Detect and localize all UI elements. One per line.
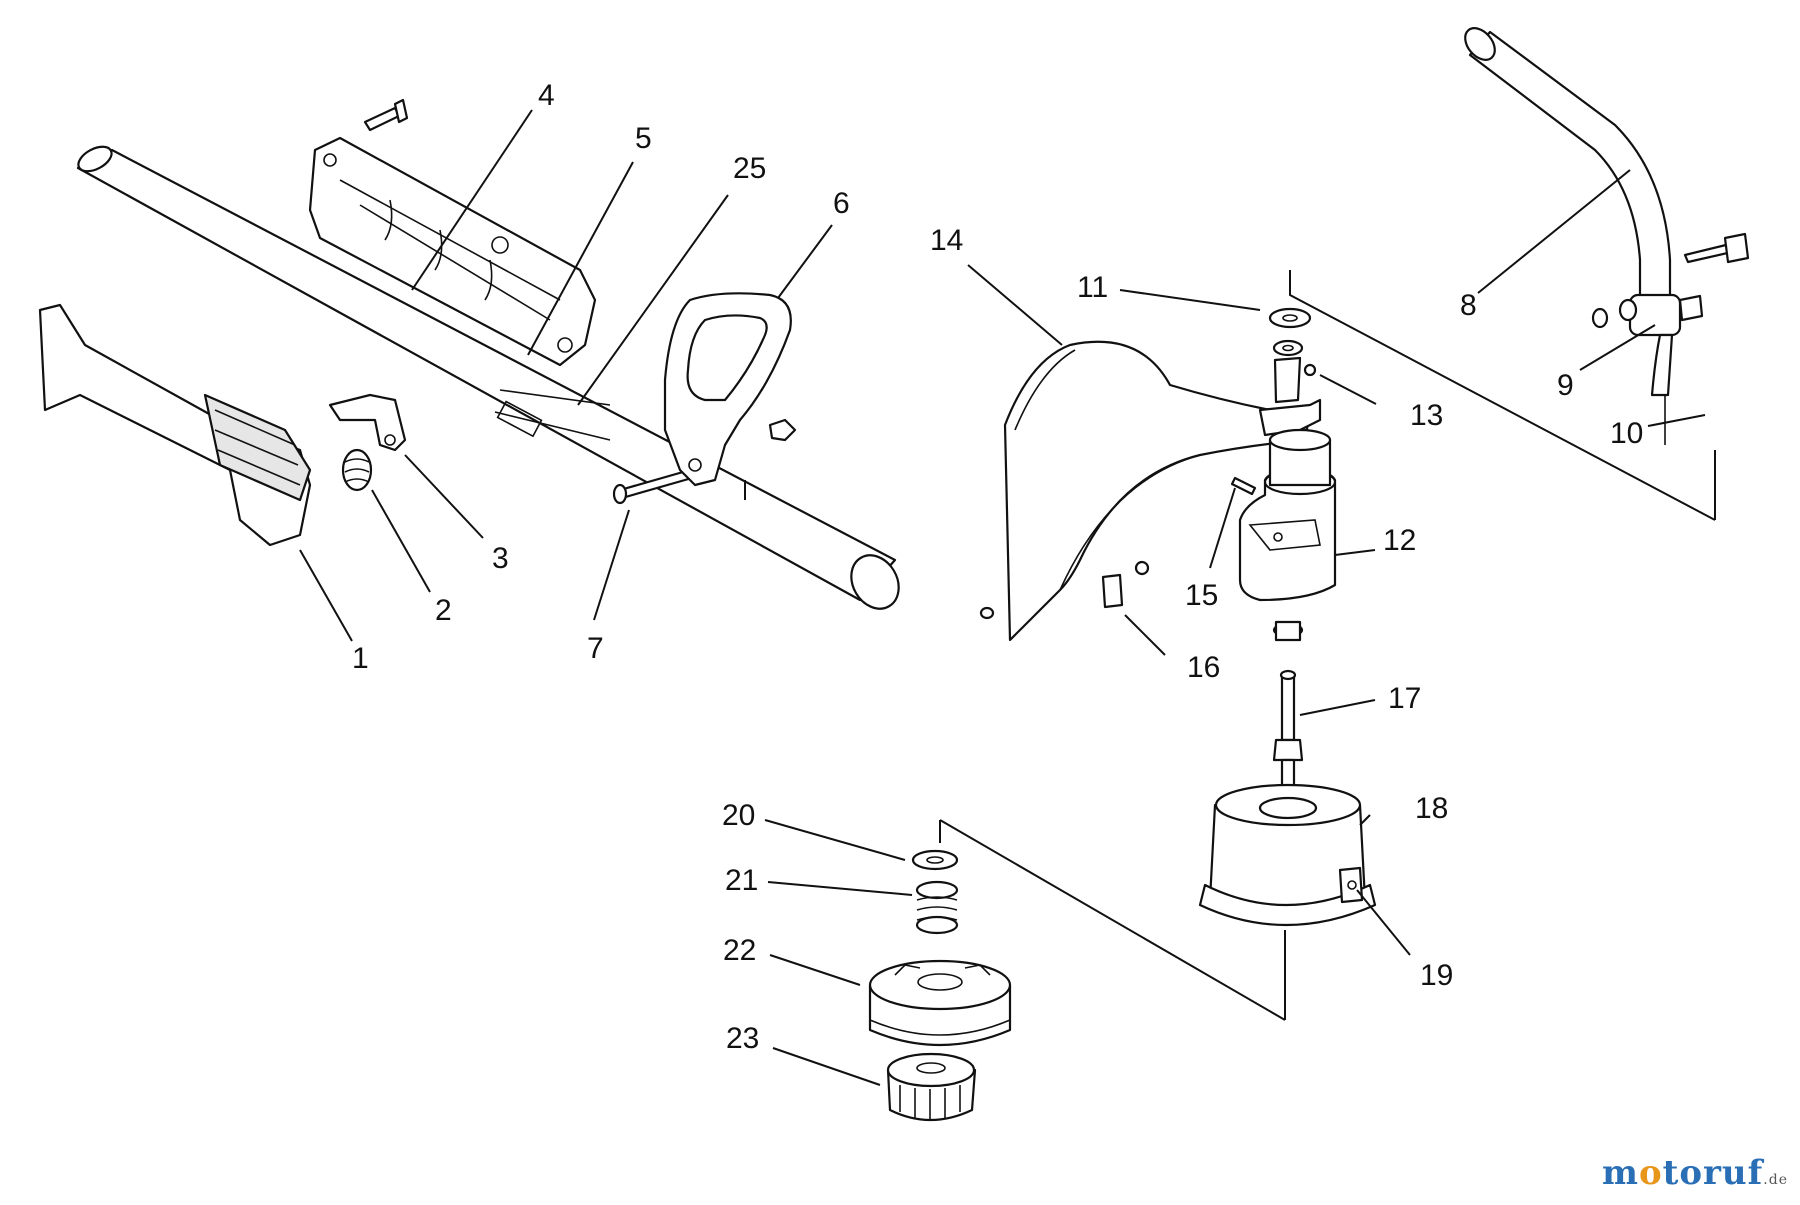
part-labels: 1 2 3 4 5 6 7 8 9 10 11 12 13 14 15 16 1… — [352, 79, 1643, 1055]
part-label-15: 15 — [1185, 579, 1218, 612]
part-label-19: 19 — [1420, 959, 1453, 992]
guard-plate — [979, 560, 1150, 620]
part-label-11: 11 — [1077, 271, 1108, 304]
assist-handle — [663, 292, 797, 487]
part-label-18: 18 — [1415, 792, 1448, 825]
shaft-clamp — [1591, 232, 1750, 445]
spring — [341, 448, 373, 492]
part-label-25: 25 — [733, 152, 766, 185]
gear-screw — [1230, 476, 1257, 496]
part-label-12: 12 — [1383, 524, 1416, 557]
trimmer-hub — [1198, 783, 1377, 927]
watermark-m: m — [1601, 1153, 1639, 1193]
drive-shaft — [1272, 669, 1304, 797]
part-label-10: 10 — [1610, 417, 1643, 450]
washers — [1268, 307, 1312, 357]
part-label-22: 22 — [723, 934, 756, 967]
part-label-21: 21 — [725, 864, 758, 897]
guard-bracket — [1258, 356, 1322, 437]
leader-lines — [299, 109, 1706, 1086]
assembly-lines — [744, 270, 1716, 1021]
watermark-rest: toruf — [1662, 1153, 1764, 1193]
part-label-9: 9 — [1557, 369, 1574, 402]
gear-head — [1238, 428, 1337, 602]
part-label-23: 23 — [726, 1022, 759, 1055]
watermark-o: o — [1638, 1153, 1663, 1193]
bent-shaft — [1464, 27, 1672, 302]
bump-spring — [915, 880, 959, 935]
part-label-20: 20 — [722, 799, 755, 832]
part-label-2: 2 — [435, 594, 452, 627]
bushing — [1272, 620, 1304, 642]
housing-screw — [363, 98, 409, 132]
trigger-latch — [328, 393, 407, 452]
part-label-5: 5 — [635, 122, 652, 155]
bump-knob — [886, 1052, 977, 1122]
part-label-13: 13 — [1410, 399, 1443, 432]
part-label-6: 6 — [833, 187, 850, 220]
upper-housing — [308, 136, 597, 367]
part-label-14: 14 — [930, 224, 963, 257]
part-label-3: 3 — [492, 542, 509, 575]
watermark-tld: .de — [1763, 1172, 1788, 1188]
part-label-8: 8 — [1460, 289, 1477, 322]
lower-handle — [38, 303, 312, 547]
part-label-1: 1 — [352, 642, 369, 675]
spool — [868, 959, 1012, 1047]
shaft-tube — [76, 145, 900, 610]
part-label-4: 4 — [538, 79, 555, 112]
bump-washer — [911, 849, 959, 871]
part-label-16: 16 — [1187, 651, 1220, 684]
motoruf-watermark: motoruf.de — [1602, 1153, 1788, 1193]
part-label-17: 17 — [1388, 682, 1421, 715]
debris-guard — [1003, 340, 1312, 642]
part-label-7: 7 — [587, 632, 604, 665]
